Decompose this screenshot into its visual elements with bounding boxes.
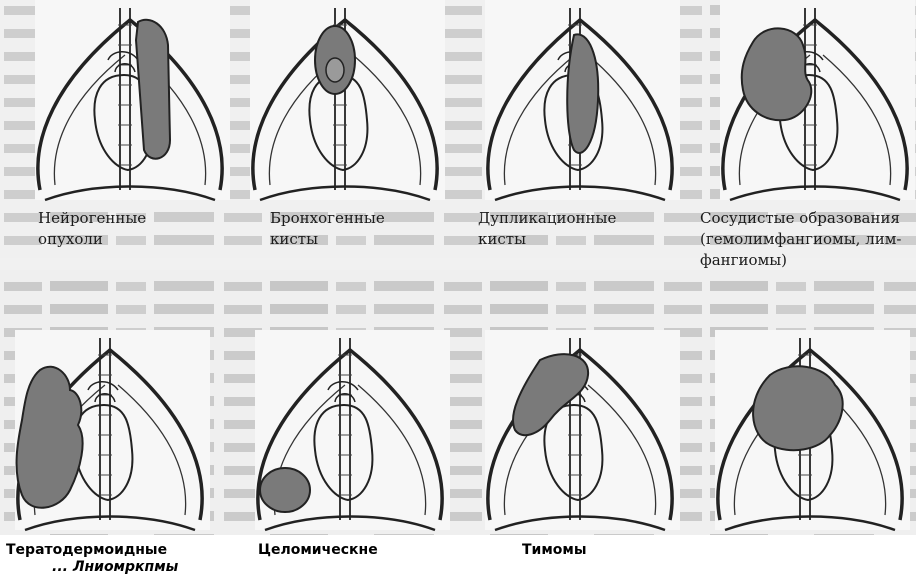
panel-teratodermoid: [15, 330, 210, 530]
lesion-vascular: [742, 28, 812, 120]
caption-line: кисты: [478, 229, 616, 250]
caption-line: Бронхогенные: [270, 208, 385, 229]
panel-mixed: [715, 330, 910, 530]
label-thymoma: Тимомы: [522, 541, 587, 559]
caption-line: кисты: [270, 229, 385, 250]
panel-bronchogenic: [250, 0, 445, 200]
caption-bronchogenic: Бронхогенные кисты: [270, 208, 385, 250]
caption-line: фангиомы): [700, 250, 901, 271]
caption-line: Сосудистые образования: [700, 208, 901, 229]
lesion-duplication: [567, 34, 598, 153]
lesion-mixed: [753, 366, 843, 450]
label-coelomic: Целомическне: [258, 541, 378, 559]
lesion-coelomic: [260, 468, 310, 512]
caption-line: (гемолимфангиомы, лим-: [700, 229, 901, 250]
caption-line: опухоли: [38, 229, 146, 250]
panel-coelomic: [255, 330, 450, 530]
caption-vascular: Сосудистые образования (гемолимфангиомы,…: [700, 208, 901, 271]
panel-neurogenic: [35, 0, 230, 200]
panel-vascular: [720, 0, 915, 200]
panel-thymoma: [485, 330, 680, 530]
caption-neurogenic: Нейрогенные опухоли: [38, 208, 146, 250]
caption-duplication: Дупликационные кисты: [478, 208, 616, 250]
caption-line: Дупликационные: [478, 208, 616, 229]
caption-line: Нейрогенные: [38, 208, 146, 229]
label-teratodermoid-sub: ... Лниомркпмы: [52, 558, 178, 576]
label-teratodermoid: Тератодермоидные: [6, 541, 167, 559]
panel-duplication: [485, 0, 680, 200]
